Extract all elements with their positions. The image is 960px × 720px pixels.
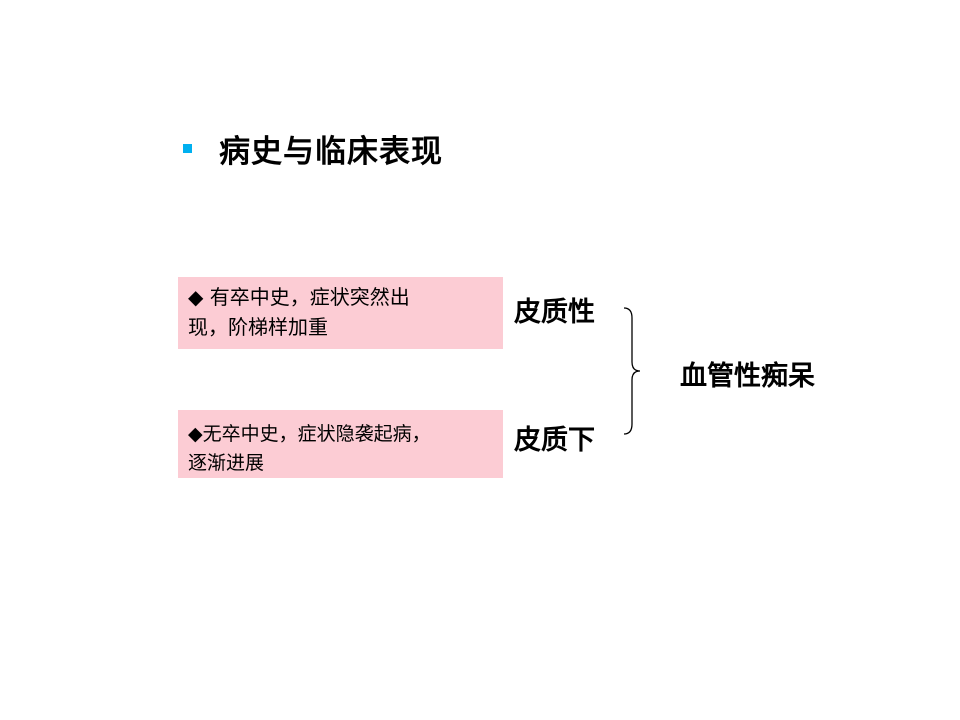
box-text-line: 现，阶梯样加重 bbox=[188, 315, 328, 339]
result-label-vascular-dementia: 血管性痴呆 bbox=[680, 361, 815, 392]
right-curly-brace-icon bbox=[623, 307, 641, 435]
slide-title-row: 病史与临床表现 bbox=[183, 126, 443, 170]
type-label-subcortical: 皮质下 bbox=[514, 425, 595, 456]
box-text-line: ◆无卒中史，症状隐袭起病， bbox=[188, 423, 431, 445]
box-text-line: ◆ 有卒中史，症状突然出 bbox=[188, 285, 410, 309]
slide-title: 病史与临床表现 bbox=[219, 133, 443, 170]
square-bullet-icon bbox=[183, 143, 192, 153]
subcortical-description-box: ◆无卒中史，症状隐袭起病， 逐渐进展 bbox=[178, 410, 503, 478]
cortical-description-box: ◆ 有卒中史，症状突然出 现，阶梯样加重 bbox=[178, 277, 503, 349]
type-label-cortical: 皮质性 bbox=[514, 297, 595, 328]
box-text-line: 逐渐进展 bbox=[188, 452, 265, 474]
